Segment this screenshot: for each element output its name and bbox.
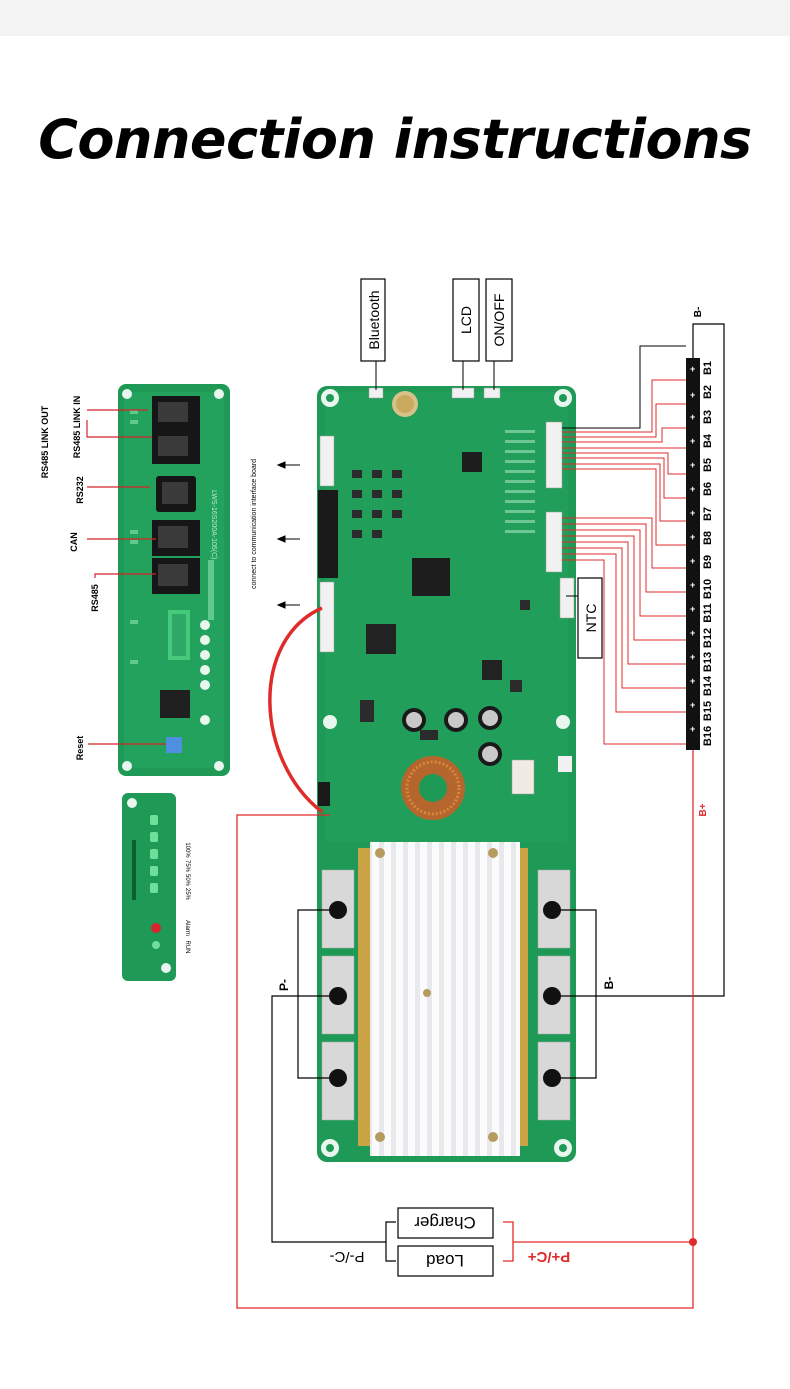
svg-text:+: + (690, 508, 695, 518)
svg-text:+: + (690, 724, 695, 734)
cell-label: B13 (702, 652, 714, 672)
charger-label: Charger (414, 1213, 476, 1232)
svg-text:+: + (690, 628, 695, 638)
p-c-plus-label: P+/C+ (528, 1248, 571, 1265)
red-sense-wire (268, 606, 324, 814)
p-minus-label: P- (277, 979, 291, 991)
cell-label: B14 (702, 675, 714, 696)
bms-board (317, 386, 576, 1162)
top-connector-labels: Bluetooth LCD ON/OFF (360, 278, 513, 390)
load-label: Load (426, 1251, 464, 1270)
svg-text:+: + (690, 652, 695, 662)
svg-text:+: + (690, 412, 695, 422)
cell-label: B11 (702, 603, 714, 623)
svg-text:+: + (690, 436, 695, 446)
board-silkscreen: LWS-16S200A-105(C) (210, 490, 217, 560)
cell-label: B15 (702, 701, 714, 721)
cell-label: B7 (702, 507, 714, 521)
page-title: Connection instructions (38, 108, 752, 171)
b-minus-top-label: B- (693, 307, 704, 318)
rs485-link-out-label: RS485 LINK OUT (40, 405, 50, 478)
cell-label: B3 (702, 410, 714, 424)
rs485-link-in-label: RS485 LINK IN (72, 396, 82, 459)
cell-label: B6 (702, 482, 714, 496)
led-100-label: 100% (184, 842, 190, 858)
b-minus-side-label: B- (602, 977, 616, 990)
led-run-label: RUN (184, 941, 190, 954)
svg-text:+: + (690, 390, 695, 400)
cell-label: B2 (702, 385, 714, 399)
on-off-label: ON/OFF (491, 294, 507, 347)
rs485-label: RS485 (90, 584, 100, 612)
svg-text:+: + (690, 532, 695, 542)
p-c-minus-label: P-/C- (330, 1248, 365, 1265)
svg-text:+: + (690, 364, 695, 374)
svg-text:+: + (690, 580, 695, 590)
svg-text:+: + (690, 460, 695, 470)
svg-text:+: + (690, 604, 695, 614)
b-minus-wire (596, 323, 725, 997)
p-minus-wires (271, 909, 396, 1262)
cell-label: B8 (702, 531, 714, 545)
rs232-label: RS232 (75, 476, 85, 504)
comm-callouts (86, 409, 166, 745)
cell-label: B4 (702, 433, 714, 448)
ntc-label-box: NTC (566, 577, 603, 659)
reset-label: Reset (75, 736, 85, 761)
svg-text:+: + (690, 700, 695, 710)
b-plus-wire (236, 750, 694, 1309)
svg-text:+: + (690, 484, 695, 494)
lcd-label: LCD (458, 306, 474, 334)
cell-label: B16 (702, 726, 714, 746)
cell-label: B10 (702, 579, 714, 599)
led-board (122, 793, 176, 981)
led-75-label: 75% (184, 860, 190, 873)
b-plus-label: B+ (698, 803, 709, 816)
comm-arrows (276, 461, 300, 609)
can-label: CAN (69, 532, 79, 552)
cell-label: B9 (702, 555, 714, 569)
svg-text:+: + (690, 676, 695, 686)
cell-label: B12 (702, 628, 714, 648)
load-box: Load (397, 1245, 494, 1277)
led-alarm-label: Alarm (184, 920, 190, 936)
cell-labels: B1 B2 B3 B4 B5 B6 B7 B8 B9 B10 B11 B12 B… (702, 361, 714, 746)
communication-board: LWS-16S200A-105(C) (118, 384, 230, 776)
led-50-label: 50% (184, 874, 190, 887)
cell-terminal-bar: + + + + + + + + + + + + + + + + (686, 358, 700, 750)
top-bar (0, 0, 790, 36)
svg-text:+: + (690, 556, 695, 566)
cell-label: B5 (702, 458, 714, 472)
bluetooth-label: Bluetooth (366, 290, 382, 349)
ntc-label: NTC (583, 604, 599, 633)
comm-board-note: connect to communication interface board (251, 459, 258, 589)
cell-label: B1 (702, 361, 714, 375)
balance-wires (562, 345, 686, 745)
charger-box: Charger (397, 1207, 494, 1239)
led-25-label: 25% (184, 888, 190, 901)
